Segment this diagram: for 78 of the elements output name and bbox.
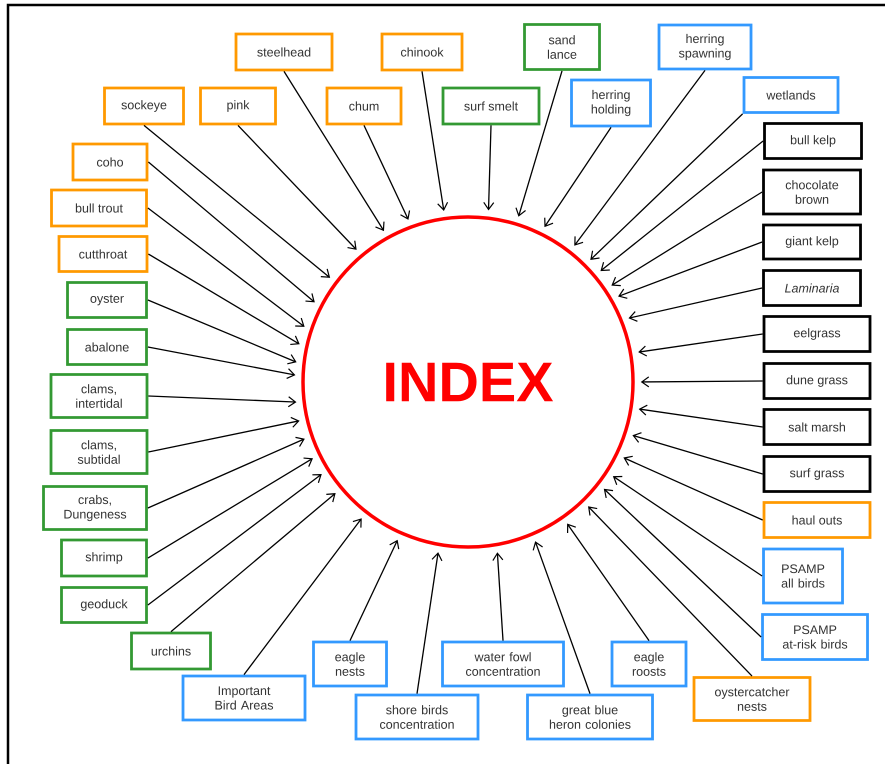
category-box: herring spawning (658, 24, 752, 70)
category-box: chinook (380, 32, 464, 72)
category-box: haul outs (762, 501, 872, 539)
category-box: sockeye (103, 86, 185, 126)
arrow (638, 404, 763, 428)
category-box: coho (72, 142, 148, 182)
category-box: eagle nests (312, 640, 388, 688)
category-box: shore birds concentration (354, 694, 480, 740)
arrow (640, 376, 763, 388)
arrow (638, 333, 763, 356)
category-box: eagle roosts (610, 640, 688, 688)
category-box: crabs, Dungeness (42, 485, 148, 531)
category-box: abalone (66, 328, 148, 366)
arrow (544, 127, 612, 228)
category-box: surf smelt (442, 86, 540, 126)
category-box: geoduck (60, 586, 148, 624)
category-box: water fowl concentration (441, 640, 565, 688)
category-box: bull trout (50, 188, 148, 228)
category-box: steelhead (234, 32, 334, 72)
arrow (632, 432, 763, 475)
category-box: oyster (66, 281, 148, 319)
category-box: herring holding (570, 78, 652, 128)
category-box: chocolate brown (762, 168, 862, 216)
category-box: bull kelp (763, 122, 863, 160)
category-box: salt marsh (762, 408, 872, 446)
arrow (618, 241, 762, 299)
arrow (144, 124, 330, 278)
arrow (148, 457, 313, 559)
arrow (532, 541, 591, 694)
arrow (590, 113, 744, 260)
category-box: clams, intertidal (50, 373, 148, 419)
arrow (611, 191, 762, 286)
arrow (623, 456, 763, 521)
arrow (148, 253, 300, 346)
category-box: cutthroat (58, 235, 148, 273)
category-box: urchins (130, 632, 212, 670)
category-box: Laminaria (762, 269, 862, 307)
category-box: PSAMP at-risk birds (761, 613, 869, 661)
arrow (567, 524, 650, 641)
category-box: sand lance (523, 23, 601, 71)
category-box: wetlands (742, 76, 840, 114)
arrow (148, 474, 322, 606)
category-box: Important Bird Areas (182, 674, 306, 722)
arrow (148, 416, 300, 453)
arrow (600, 140, 764, 272)
arrow (483, 125, 494, 210)
arrow (421, 71, 448, 211)
arrow (148, 162, 315, 302)
arrow (363, 125, 410, 220)
category-box: eelgrass (762, 315, 872, 353)
arrow (148, 395, 296, 408)
category-box: great blue heron colonies (526, 694, 654, 740)
category-box: pink (199, 86, 277, 126)
category-box: shrimp (60, 538, 148, 578)
category-box: dune grass (762, 362, 872, 400)
arrow (492, 552, 504, 641)
category-box: giant kelp (762, 224, 862, 260)
arrow (349, 540, 400, 641)
category-box: clams, subtidal (50, 429, 148, 475)
arrow (243, 518, 362, 675)
arrow (612, 476, 762, 577)
arrow (238, 124, 357, 250)
arrow (148, 207, 305, 327)
arrow (148, 436, 305, 509)
arrow (574, 70, 706, 246)
arrow (148, 346, 296, 380)
arrow (628, 287, 762, 322)
arrow (588, 506, 752, 677)
arrow (416, 552, 442, 694)
category-box: oystercatcher nests (692, 676, 812, 722)
arrow (515, 70, 563, 217)
arrow (170, 493, 336, 632)
category-box: chum (326, 86, 402, 126)
category-box: surf grass (762, 455, 872, 493)
arrow (604, 488, 762, 638)
arrow (148, 299, 297, 364)
category-box: PSAMP all birds (762, 548, 844, 604)
arrow (283, 71, 385, 232)
